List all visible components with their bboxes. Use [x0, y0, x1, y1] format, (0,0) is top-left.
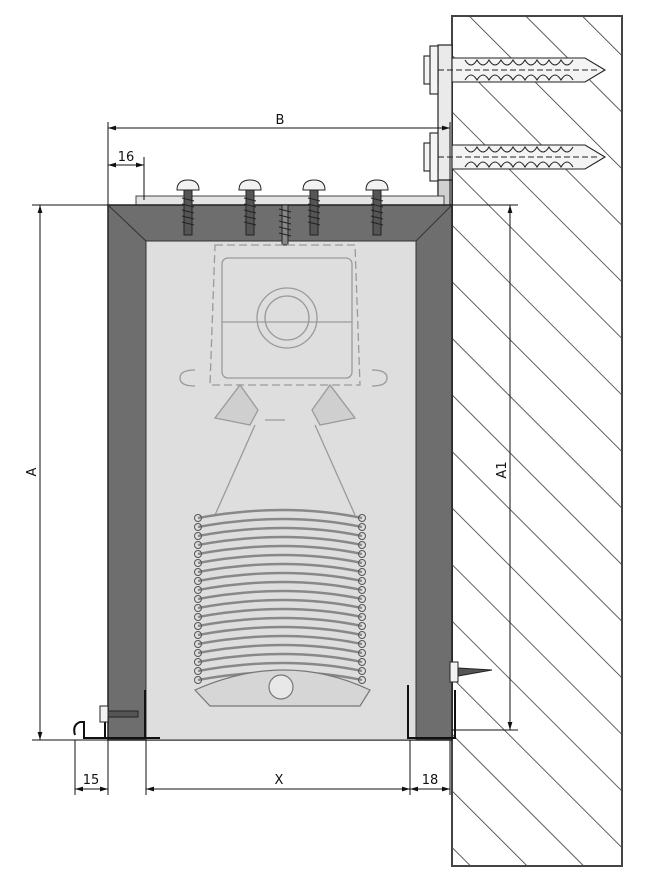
spring-coil-loop [197, 535, 363, 547]
spring-coil-end [194, 604, 202, 612]
spring-coil-end [358, 622, 366, 630]
spring-coil-loop [197, 625, 363, 637]
spring-coil-end [358, 532, 366, 540]
screw-icon [99, 705, 139, 723]
spring-coil-loop [197, 544, 363, 556]
spring-coil-end [194, 640, 202, 648]
spring-coil-end [194, 577, 202, 585]
spring-coil-end [358, 595, 366, 603]
spring-coil-end [194, 631, 202, 639]
spring-coil-loop [197, 634, 363, 646]
spring-coil-loop [197, 553, 363, 565]
dimension-lines [32, 122, 518, 795]
spring-coil-end [358, 577, 366, 585]
dim-label-15: 15 [83, 773, 100, 788]
spring-coil-end [194, 595, 202, 603]
dim-label-18: 18 [422, 773, 439, 788]
spring-coil-end [194, 658, 202, 666]
dim-label-16: 16 [118, 150, 135, 165]
spring-coil-end [358, 523, 366, 531]
screw-icon [449, 661, 493, 683]
bottom-right-rail [407, 685, 456, 739]
dim-label-b: B [276, 113, 285, 128]
spring-coil-loop [197, 661, 363, 673]
spring-coil-end [194, 586, 202, 594]
screw-icon [176, 179, 389, 246]
spring-coil-loop [197, 580, 363, 592]
spring-coil-end [194, 523, 202, 531]
spring-coil-loop [197, 589, 363, 601]
wall [451, 15, 623, 867]
spring-coil-end [194, 676, 202, 684]
spring-coil-end [194, 541, 202, 549]
box-frame [107, 204, 453, 741]
spring-coil-end [194, 649, 202, 657]
anchor-bolt-icon [423, 45, 607, 182]
spring-coil-end [358, 559, 366, 567]
spring-coil-end [194, 568, 202, 576]
spring-coil-loop [197, 508, 363, 520]
spring-coil-loop [197, 652, 363, 664]
spring-coil-loop [197, 571, 363, 583]
spring-coil-end [358, 604, 366, 612]
spring-coil-end [358, 631, 366, 639]
spring-coil-loop [197, 598, 363, 610]
bottom-housing [193, 669, 371, 707]
spring-coil-end [194, 613, 202, 621]
spring-coil-loop [197, 643, 363, 655]
spring-coil-icon [194, 508, 366, 684]
spring-coil-loop [197, 517, 363, 529]
spring-coil-end [194, 550, 202, 558]
spring-coil-end [358, 541, 366, 549]
spring-coil-end [194, 622, 202, 630]
spring-coil-end [194, 514, 202, 522]
spring-coil-end [194, 559, 202, 567]
spring-coil-end [194, 667, 202, 675]
spring-coil-end [358, 586, 366, 594]
spring-coil-loop [197, 526, 363, 538]
spring-coil-end [358, 676, 366, 684]
spring-coil-end [194, 532, 202, 540]
spring-coil-end [358, 550, 366, 558]
spring-coil-end [358, 658, 366, 666]
motor-head-icon [179, 244, 388, 516]
spring-coil-end [358, 613, 366, 621]
spring-coil-end [358, 667, 366, 675]
spring-coil-loop [197, 616, 363, 628]
spring-coil-loop [197, 562, 363, 574]
dim-label-a1: A1 [495, 461, 510, 478]
dim-label-x: X [275, 773, 284, 788]
bottom-left-rail [73, 690, 160, 739]
spring-coil-end [358, 568, 366, 576]
dim-label-a: A [25, 467, 40, 476]
spring-coil-end [358, 514, 366, 522]
spring-coil-end [358, 649, 366, 657]
spring-coil-end [358, 640, 366, 648]
spring-coil-loop [197, 607, 363, 619]
